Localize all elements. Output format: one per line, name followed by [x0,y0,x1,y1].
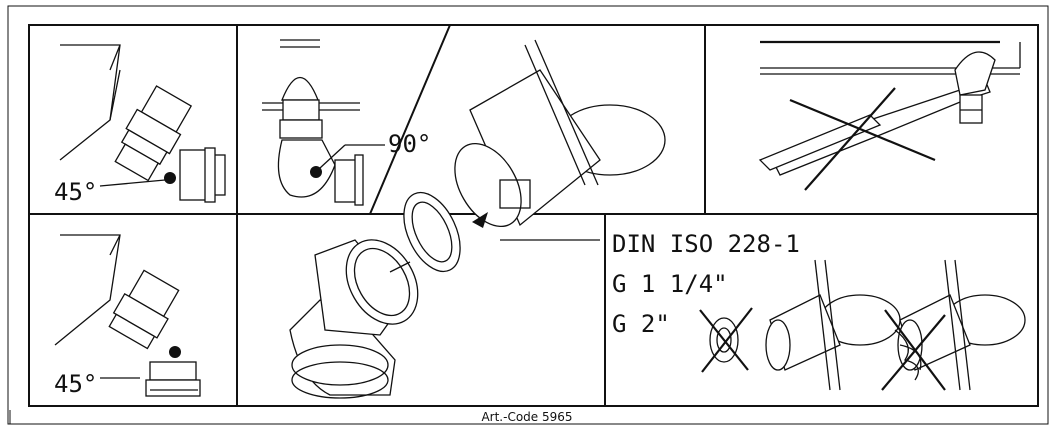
article-code-caption: Art.-Code 5965 [481,410,572,424]
panel-thread-spec: DIN ISO 228-1 G 1 1/4" G 2" [612,230,1026,391]
panel-assembly [289,39,666,399]
fitting-45 [289,239,419,399]
cross-line [789,98,936,162]
panel-90: 90° [262,39,431,206]
outlet-pipe [454,39,666,241]
standard-label: DIN ISO 228-1 [612,230,800,258]
angle-label-bottom-left: 45° [54,370,97,398]
forbidden-hemp [881,259,1026,391]
marker-dot [169,346,181,358]
angle-label-top-left: 45° [54,178,97,206]
angle-label-middle: 90° [388,130,431,158]
cross-line [804,87,896,191]
marker-dot [310,166,322,178]
sheet-frame [7,5,1049,425]
thread-size-1: G 1 1/4" [612,270,728,298]
panel-45-top: 45° [54,44,226,206]
panel-wrench-forbidden [758,40,1021,191]
forbidden-sealant [699,259,901,391]
marker-dot [164,172,176,184]
panel-45-bottom: 45° [54,234,201,398]
thread-size-2: G 2" [612,310,670,338]
gasket [403,191,461,273]
